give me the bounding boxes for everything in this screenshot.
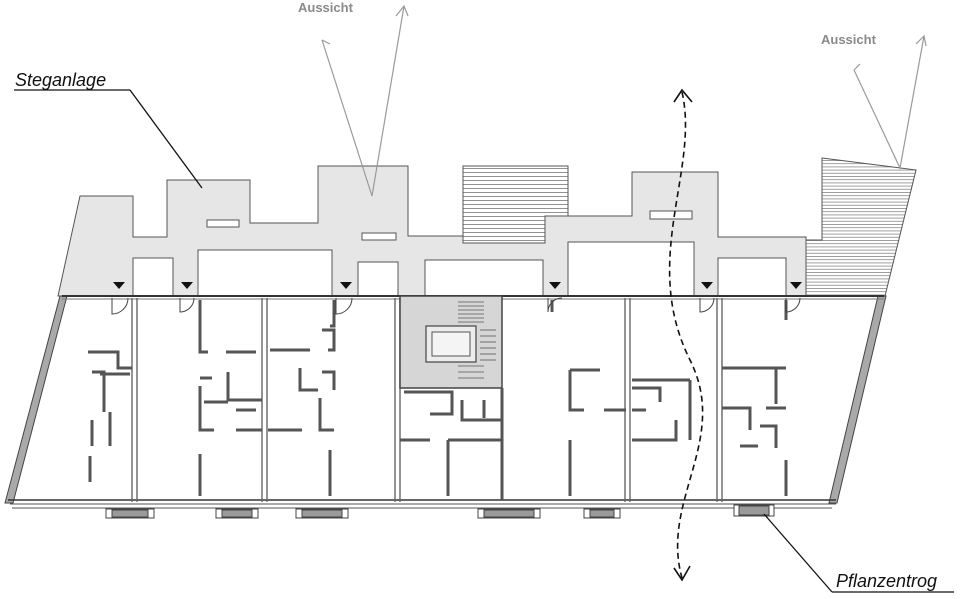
view-label-right: Aussicht: [821, 32, 877, 47]
walkway-area: [57, 157, 917, 297]
building-floor: [4, 295, 887, 519]
right-end-wall: [828, 295, 887, 504]
terrace-hatched-right: [805, 157, 917, 297]
walkway-opening: [132, 257, 174, 297]
view-label-left: Aussicht: [298, 0, 354, 15]
entrance-markers: [113, 282, 802, 289]
skylight: [361, 232, 397, 241]
planter-boxes: [105, 504, 775, 519]
planter-label: Pflanzentrog: [836, 571, 937, 591]
doors: [111, 297, 801, 315]
interior-walls: [88, 300, 788, 500]
walkway-opening: [197, 249, 333, 297]
walkway-opening: [357, 261, 399, 297]
skylight: [649, 210, 693, 220]
walkway-opening: [717, 257, 787, 297]
walkway-opening: [424, 259, 544, 297]
walkway-label: Steganlage: [15, 70, 106, 90]
stair-core: [399, 295, 503, 389]
movement-path: [668, 88, 704, 582]
sightlines: [321, 4, 927, 197]
leader-lines: [14, 89, 954, 593]
left-end-wall: [4, 295, 68, 504]
skylight: [206, 219, 240, 228]
terrace-hatched-middle: [462, 165, 569, 244]
walkway-opening: [567, 241, 695, 297]
